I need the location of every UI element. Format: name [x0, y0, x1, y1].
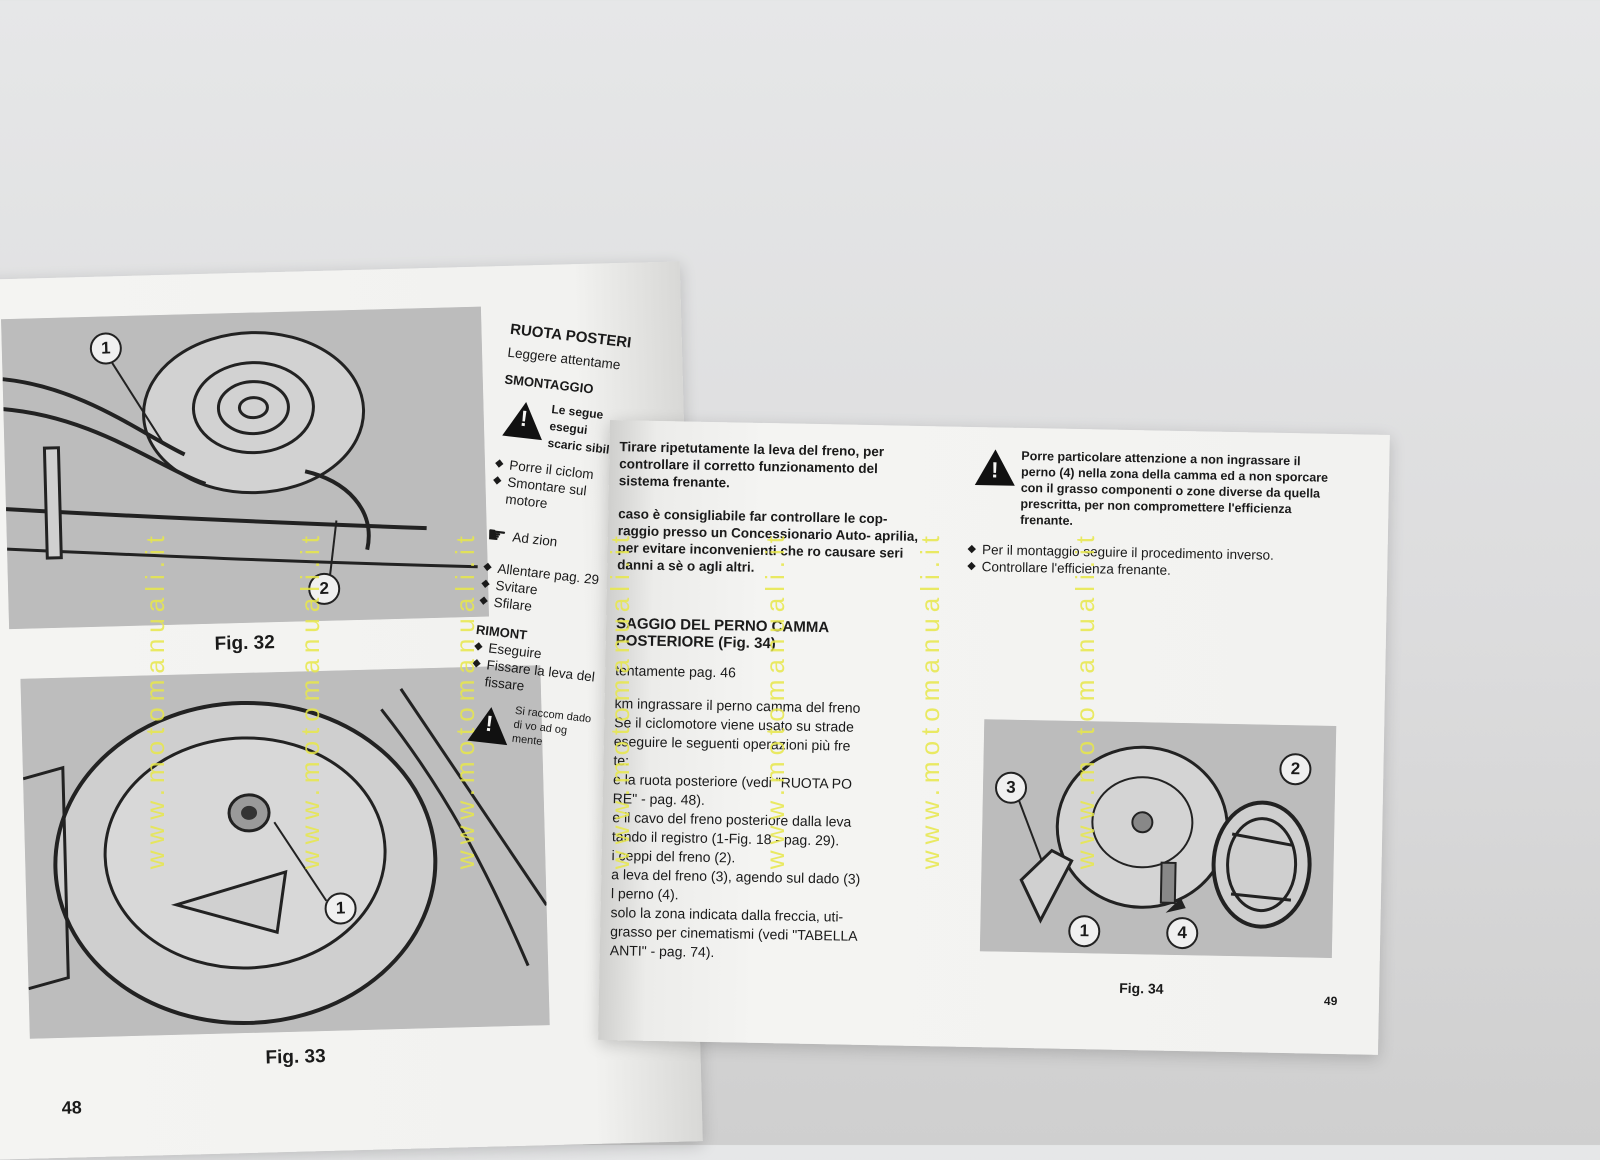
warning-icon	[974, 449, 1016, 486]
bullet-icon: ◆	[967, 542, 977, 556]
watermark: www.motomanuali.it	[605, 530, 635, 870]
watermark: www.motomanuali.it	[450, 530, 480, 870]
bullet-text: Sfilare	[492, 594, 533, 614]
figure-32-drawing	[1, 306, 489, 630]
page-number-left: 48	[61, 1097, 82, 1118]
page-number-right: 49	[1323, 993, 1338, 1009]
bullet-icon: ◆	[967, 559, 976, 573]
figure-34-drawing	[979, 719, 1337, 958]
bullet-icon: ◆	[492, 473, 503, 487]
right-page: Tirare ripetutamente la leva del freno, …	[598, 420, 1390, 1055]
paragraph-brake-check: Tirare ripetutamente la leva del freno, …	[618, 439, 885, 491]
watermark: www.motomanuali.it	[915, 530, 945, 870]
warning-block-right: Porre particolare attenzione a non ingra…	[968, 447, 1329, 534]
figure-33-caption: Fig. 33	[265, 1045, 326, 1069]
figure-33-drawing	[20, 665, 550, 1039]
figure-34: 3 2 1 4	[979, 719, 1337, 958]
warning2-fragment: Si raccom dado di vo ad og mente	[511, 704, 592, 749]
figure-32-caption: Fig. 32	[214, 632, 276, 655]
watermark: www.motomanuali.it	[760, 530, 790, 870]
watermark: www.motomanuali.it	[140, 530, 170, 870]
figure-32: 1 2	[1, 306, 489, 630]
right-column-2: Porre particolare attenzione a non ingra…	[967, 447, 1329, 582]
watermark: www.motomanuali.it	[295, 530, 325, 870]
note-fragment: Ad zion	[511, 529, 559, 550]
bullet-icon: ◆	[480, 577, 491, 591]
bullet-icon: ◆	[494, 456, 505, 470]
left-page: 1 2 Fig. 32 1 Fig. 33 48 RUOTA POSTERI L…	[0, 261, 703, 1160]
figure-33: 1	[20, 665, 550, 1039]
right-bullets: ◆Per il montaggio seguire il procediment…	[967, 541, 1328, 582]
note-block: ☛ Ad zion	[485, 521, 612, 557]
grease-warning: Porre particolare attenzione a non ingra…	[1020, 448, 1329, 528]
bullet-icon: ◆	[482, 560, 493, 574]
figure-34-caption: Fig. 34	[1119, 979, 1164, 997]
warning-icon	[502, 399, 547, 441]
pointing-hand-icon: ☛	[485, 521, 508, 549]
watermark: www.motomanuali.it	[1070, 530, 1100, 870]
